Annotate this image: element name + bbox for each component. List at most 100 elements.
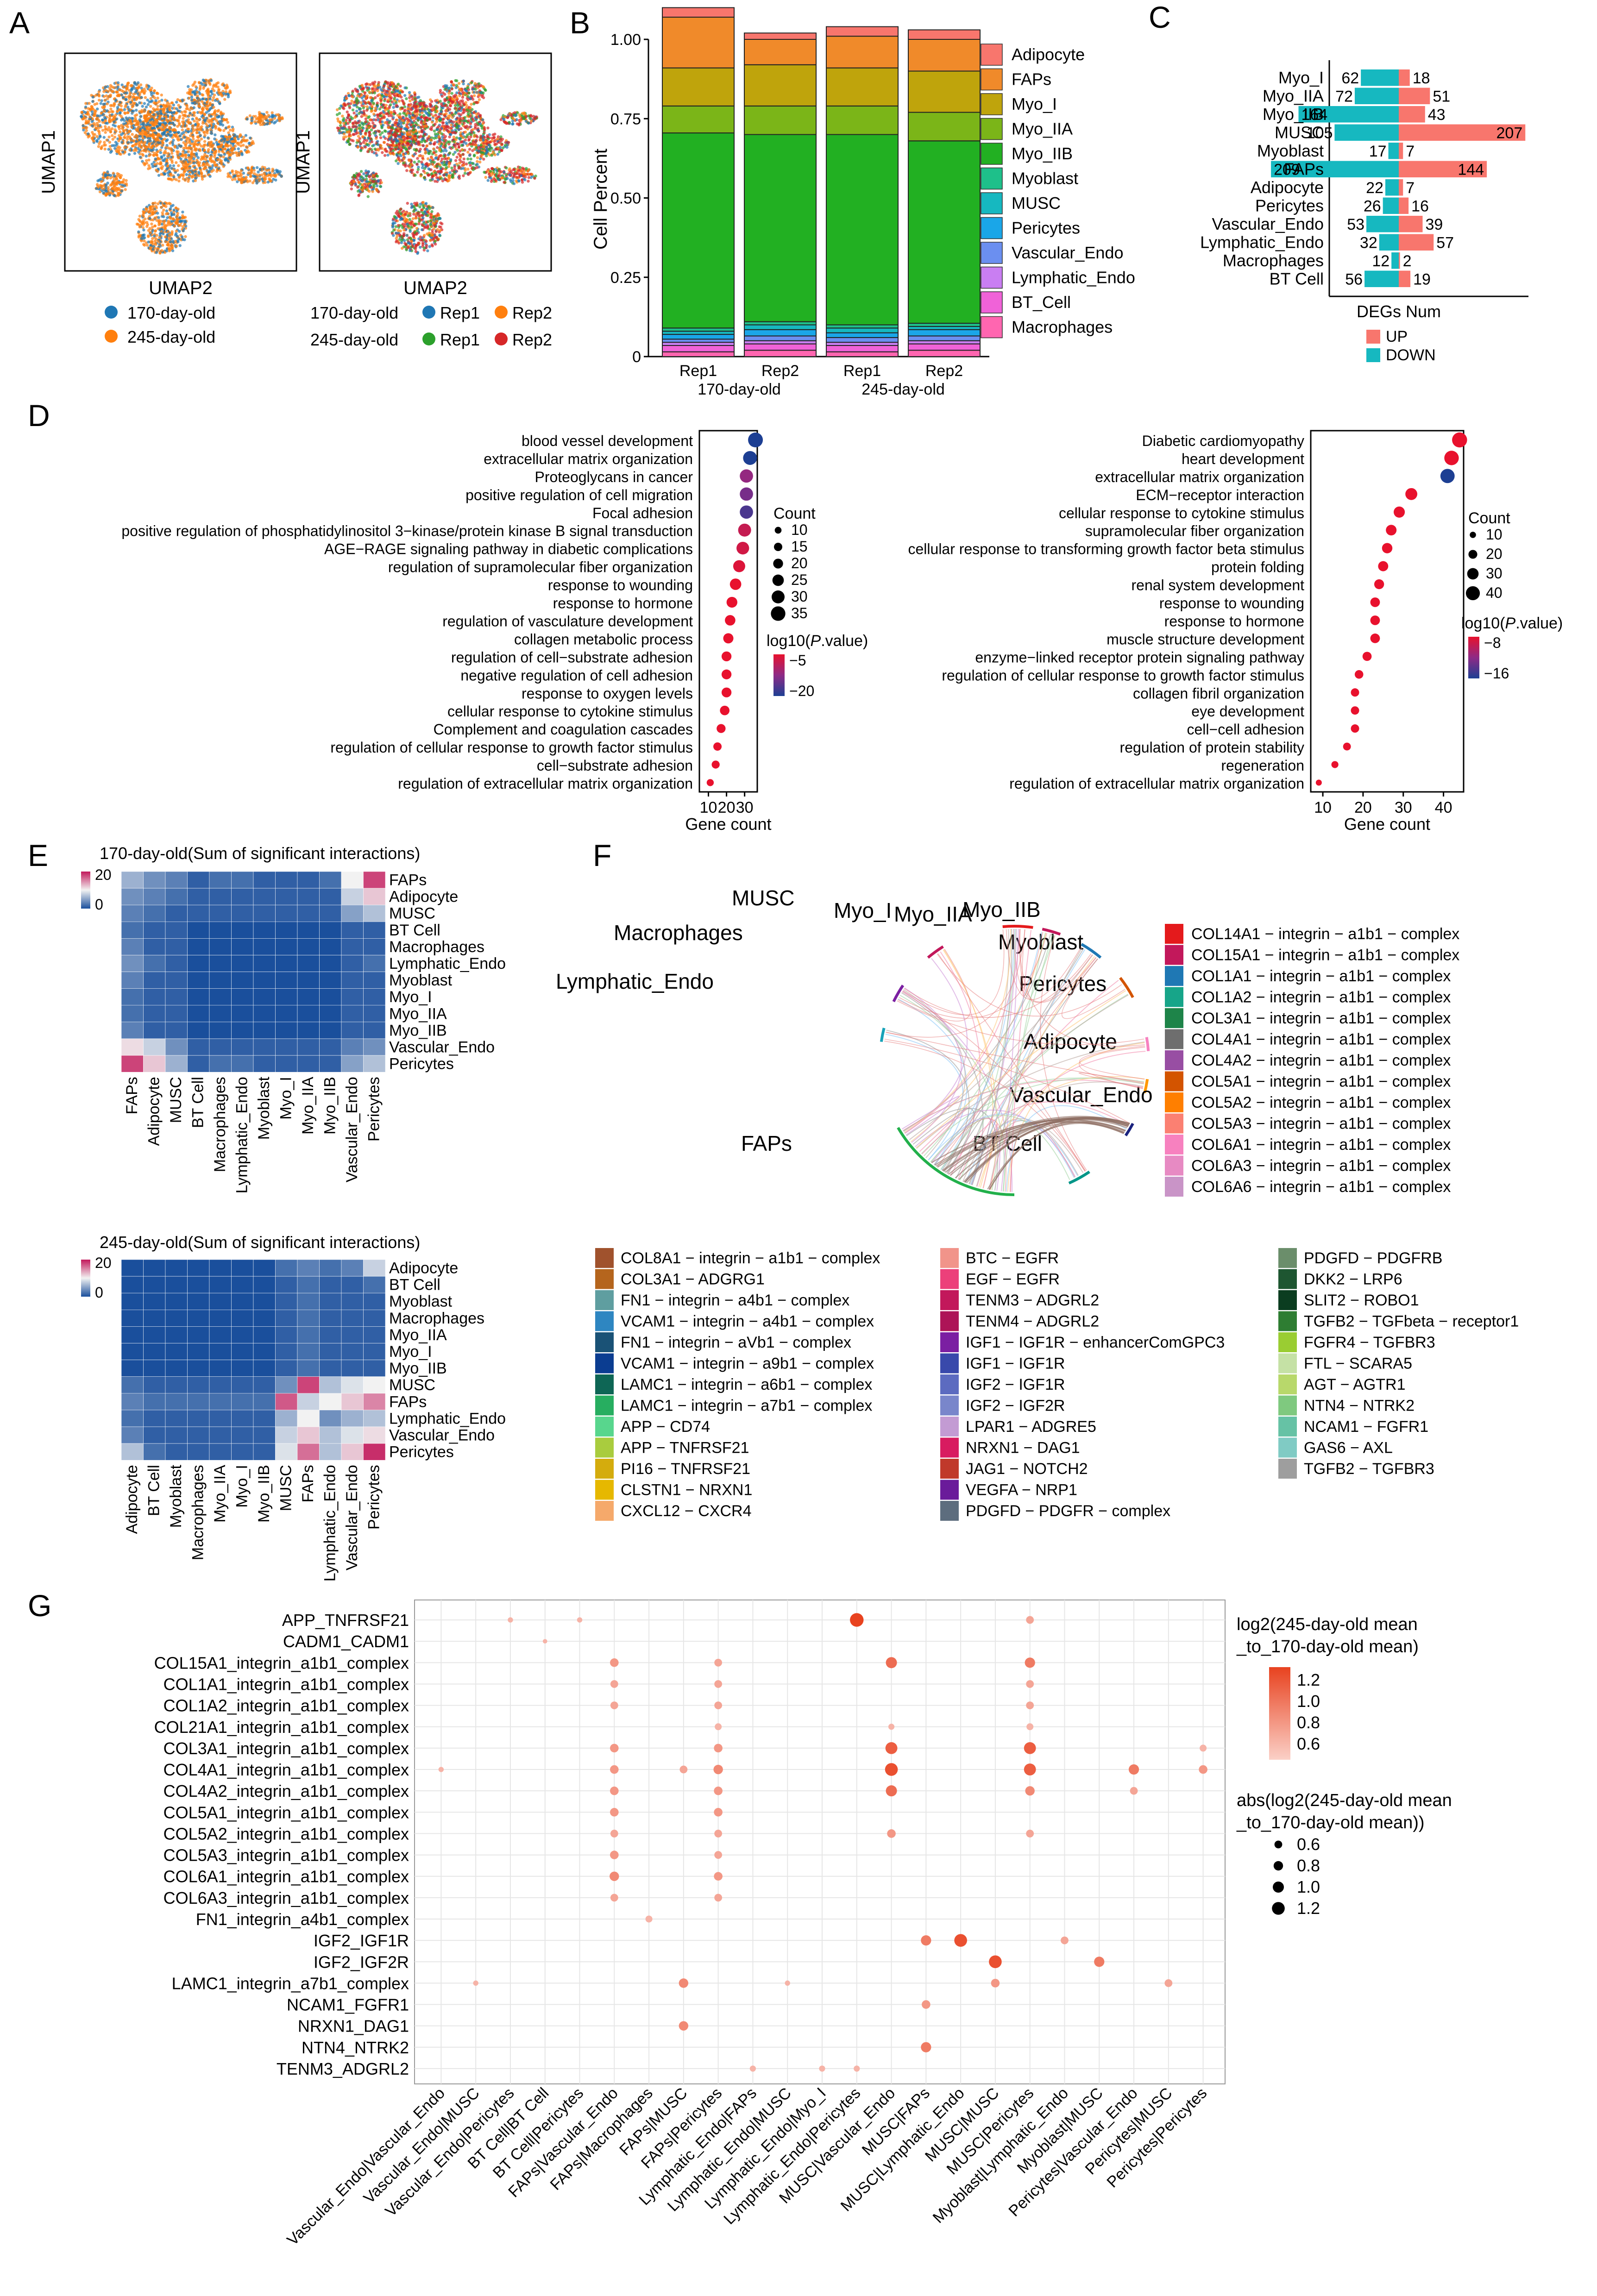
umap-cell bbox=[170, 101, 174, 105]
umap-cell bbox=[182, 174, 185, 178]
umap-cell bbox=[208, 83, 212, 86]
umap-cell bbox=[168, 125, 171, 129]
umap-cell bbox=[125, 179, 128, 182]
umap-cell bbox=[143, 145, 146, 148]
umap-cell bbox=[372, 85, 376, 88]
umap-cell bbox=[188, 114, 191, 117]
umap-cell bbox=[421, 111, 424, 114]
umap-cell bbox=[152, 205, 155, 208]
umap-cell bbox=[260, 114, 264, 118]
umap-cell bbox=[448, 171, 452, 174]
umap-cell bbox=[346, 110, 349, 113]
umap-cell bbox=[126, 122, 130, 125]
umap-cell bbox=[377, 81, 380, 84]
umap-cell bbox=[206, 155, 209, 158]
umap-cell bbox=[463, 116, 467, 119]
umap-cell bbox=[144, 96, 147, 99]
umap-cell bbox=[102, 136, 106, 139]
umap-cell bbox=[445, 166, 448, 169]
umap-cell bbox=[466, 168, 470, 171]
umap-cell bbox=[198, 88, 201, 91]
umap-cell bbox=[196, 156, 200, 159]
umap-cell bbox=[390, 81, 394, 84]
umap-cell bbox=[153, 129, 156, 132]
umap-cell bbox=[177, 116, 181, 119]
umap-cell bbox=[440, 132, 444, 136]
umap-cell bbox=[428, 135, 431, 138]
umap-cell bbox=[368, 118, 372, 122]
umap-cell bbox=[134, 143, 138, 146]
umap-cell bbox=[457, 125, 461, 128]
umap-cell bbox=[439, 100, 442, 103]
umap-cell bbox=[345, 97, 348, 100]
umap-cell bbox=[152, 148, 155, 151]
umap-cell bbox=[96, 124, 100, 127]
umap-cell bbox=[216, 143, 220, 146]
umap-cell bbox=[162, 226, 165, 229]
umap-cell bbox=[181, 210, 184, 214]
umap-cell bbox=[122, 130, 126, 133]
umap-cell bbox=[270, 118, 273, 121]
umap-cell bbox=[135, 83, 138, 86]
umap-cell bbox=[143, 239, 146, 243]
umap-cell bbox=[337, 126, 340, 130]
umap-cell bbox=[147, 234, 150, 238]
umap-cell bbox=[358, 137, 362, 140]
umap-cell bbox=[245, 146, 249, 149]
umap-cell bbox=[192, 138, 195, 141]
umap-cell bbox=[95, 135, 99, 138]
umap-cell bbox=[96, 185, 100, 188]
umap-cell bbox=[152, 116, 156, 119]
umap-cell bbox=[111, 144, 114, 147]
umap-cell bbox=[166, 101, 169, 104]
umap-cell bbox=[444, 178, 447, 182]
umap-cell bbox=[223, 137, 226, 141]
umap-cell bbox=[173, 169, 176, 172]
umap-cell bbox=[87, 113, 90, 116]
umap-cell bbox=[84, 111, 87, 114]
umap-cell bbox=[157, 100, 161, 103]
umap-cell bbox=[381, 131, 384, 134]
umap-cell bbox=[206, 131, 209, 135]
umap-cell bbox=[181, 225, 184, 228]
umap-cell bbox=[202, 167, 206, 170]
umap-cell bbox=[142, 228, 145, 232]
umap-cell bbox=[133, 81, 137, 84]
umap-cell bbox=[469, 157, 472, 161]
umap-cell bbox=[183, 110, 186, 113]
umap-cell bbox=[347, 113, 350, 116]
umap-cell bbox=[176, 207, 180, 211]
umap-cell bbox=[436, 146, 439, 149]
umap-cell bbox=[97, 99, 101, 102]
umap-cell bbox=[123, 151, 126, 154]
umap-cell bbox=[151, 99, 154, 103]
umap-cell bbox=[159, 148, 162, 152]
umap-cell bbox=[468, 143, 471, 146]
umap-cell bbox=[181, 125, 184, 128]
umap-cell bbox=[445, 157, 448, 161]
umap-cell bbox=[91, 124, 94, 127]
umap-cell bbox=[400, 125, 403, 128]
umap-cell bbox=[226, 86, 229, 89]
umap-cell bbox=[175, 107, 178, 110]
umap-cell bbox=[208, 175, 212, 178]
umap-cell bbox=[211, 125, 215, 128]
umap-cell bbox=[239, 133, 242, 137]
umap-cell bbox=[399, 84, 402, 88]
umap-cell bbox=[152, 140, 156, 144]
umap-cell bbox=[157, 216, 160, 219]
umap-cell bbox=[223, 98, 226, 101]
umap-cell bbox=[411, 116, 415, 119]
umap-cell bbox=[160, 144, 164, 147]
umap-cell bbox=[194, 140, 197, 144]
umap-cell bbox=[104, 125, 107, 128]
umap-cell bbox=[213, 147, 216, 151]
umap-cell bbox=[149, 153, 152, 156]
umap-cell bbox=[178, 244, 182, 247]
umap-cell bbox=[193, 111, 196, 114]
umap-cell bbox=[255, 179, 258, 183]
umap-cell bbox=[135, 89, 138, 92]
umap-cell bbox=[377, 130, 381, 133]
umap-cell bbox=[231, 140, 234, 143]
